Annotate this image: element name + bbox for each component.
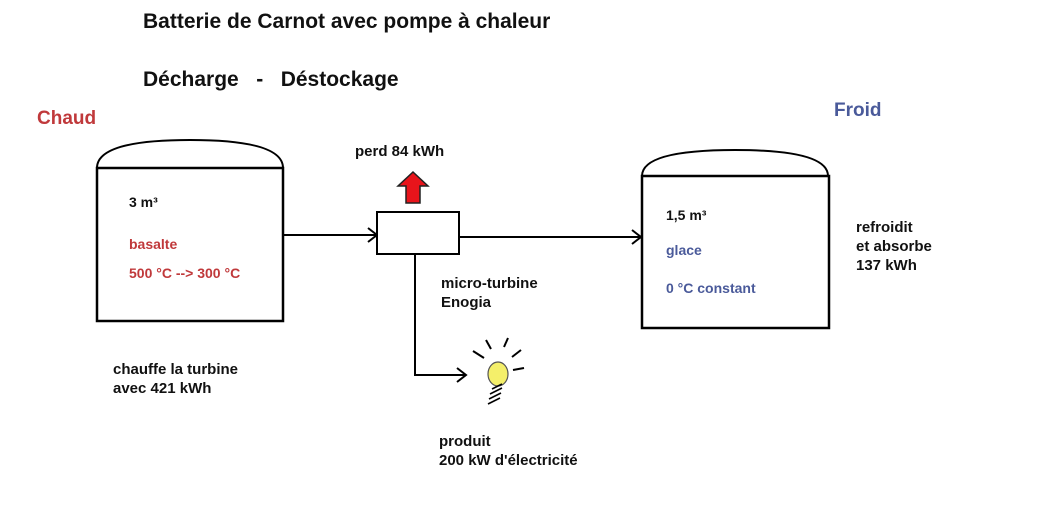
cold-tank-volume: 1,5 m³ (666, 207, 707, 223)
pipe-turbine-to-cold (459, 229, 643, 245)
up-arrow-icon (396, 170, 430, 204)
turbine-loss-label: perd 84 kWh (355, 143, 445, 160)
turbine-name-line2: Enogia (441, 294, 492, 311)
page-subtitle: Décharge - Déstockage (143, 68, 399, 91)
output-line1: produit (439, 433, 491, 450)
cold-caption-line1: refroidit (856, 219, 913, 236)
cold-caption-line2: et absorbe (856, 238, 932, 255)
page-title: Batterie de Carnot avec pompe à chaleur (143, 10, 551, 33)
output-line2: 200 kW d'électricité (439, 452, 578, 469)
hot-caption-line1: chauffe la turbine (113, 361, 239, 378)
hot-caption-line2: avec 421 kWh (113, 380, 212, 397)
hot-tank-volume: 3 m³ (129, 194, 158, 210)
cold-caption-line3: 137 kWh (856, 257, 917, 274)
cold-tank-material: glace (666, 242, 702, 258)
hot-tank-temperature: 500 °C --> 300 °C (129, 265, 241, 281)
cold-tank-temperature: 0 °C constant (666, 280, 756, 296)
hot-tank (95, 138, 285, 323)
turbine-box (376, 211, 460, 255)
cold-side-label: Froid (834, 100, 882, 121)
hot-tank-material: basalte (129, 236, 178, 252)
hot-side-label: Chaud (37, 108, 97, 129)
pipe-turbine-to-bulb (414, 254, 468, 383)
light-bulb-icon (472, 337, 525, 405)
pipe-hot-to-turbine (284, 227, 379, 243)
cold-tank (640, 148, 831, 330)
turbine-name-line1: micro-turbine (441, 275, 538, 292)
